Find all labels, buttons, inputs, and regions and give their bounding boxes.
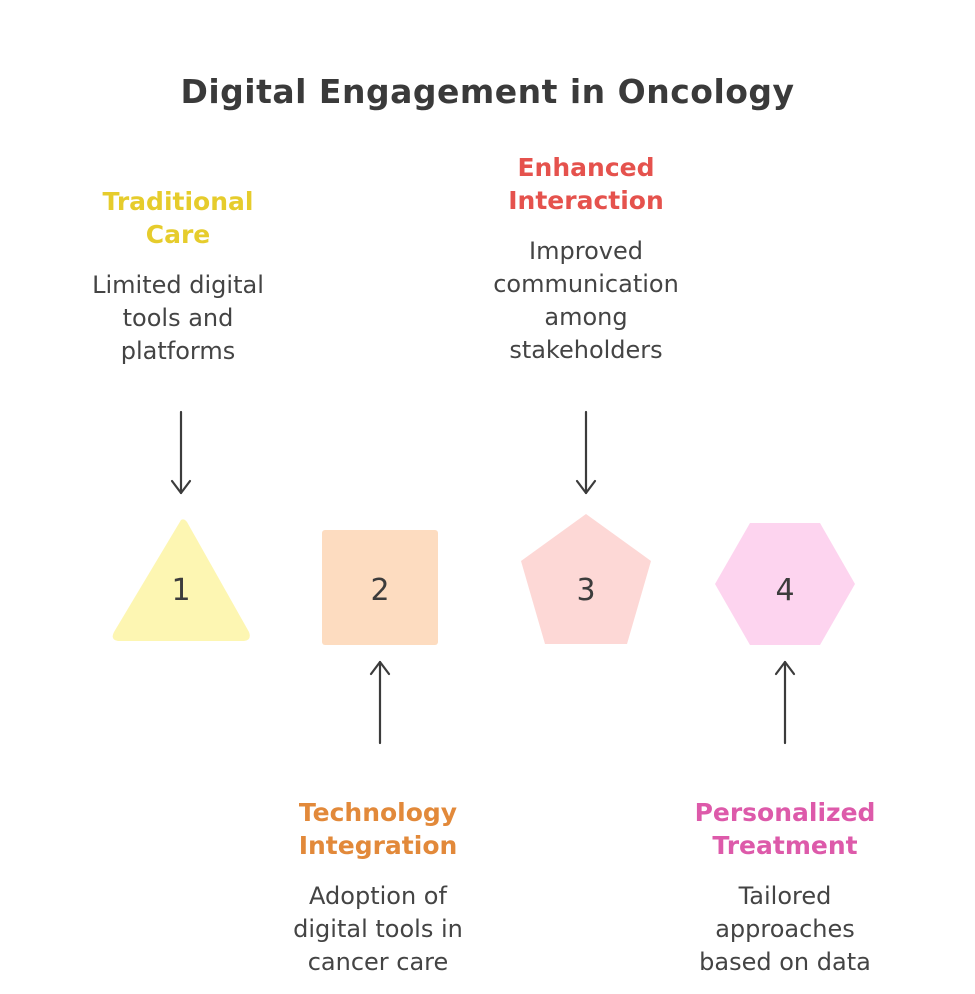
step-1-title-line2: Care [145, 220, 211, 249]
step-4-hexagon-shape [715, 523, 855, 645]
step-2-title-line2: Integration [298, 831, 458, 860]
step-4-label: Personalized Treatment Tailored approach… [665, 796, 905, 979]
step-2-number: 2 [370, 573, 389, 608]
step-3-pentagon-shape [521, 514, 651, 644]
step-3-description: Improved communication among stakeholder… [466, 235, 706, 367]
step-3-desc-line: stakeholders [509, 336, 663, 364]
step-2-desc-line: Adoption of [309, 882, 447, 910]
step-4-title-line2: Treatment [712, 831, 858, 860]
step-1-desc-line: platforms [120, 337, 236, 365]
step-3-title: Enhanced Interaction [466, 151, 706, 217]
arrow-down-to-step-3 [575, 410, 597, 495]
step-2-description: Adoption of digital tools in cancer care [258, 880, 498, 979]
diagram-title: Digital Engagement in Oncology [180, 72, 795, 111]
arrow-down-to-step-1 [170, 410, 192, 495]
step-2-label: Technology Integration Adoption of digit… [258, 796, 498, 979]
step-4-desc-line: based on data [699, 948, 871, 976]
step-2-title: Technology Integration [258, 796, 498, 862]
step-1-label: Traditional Care Limited digital tools a… [58, 185, 298, 368]
step-3-desc-line: Improved [529, 237, 643, 265]
step-2-desc-line: digital tools in [293, 915, 463, 943]
step-1-title: Traditional Care [58, 185, 298, 251]
step-3-label: Enhanced Interaction Improved communicat… [466, 151, 706, 367]
step-3-desc-line: among [544, 303, 628, 331]
step-4-number: 4 [775, 573, 794, 608]
step-1-triangle-shape [112, 519, 250, 641]
step-2-title-line1: Technology [298, 798, 458, 827]
step-3-title-line1: Enhanced [517, 153, 655, 182]
step-4-title: Personalized Treatment [665, 796, 905, 862]
step-4-desc-line: Tailored [738, 882, 832, 910]
arrow-up-to-step-2 [369, 660, 391, 745]
step-4-description: Tailored approaches based on data [665, 880, 905, 979]
step-4-title-line1: Personalized [694, 798, 876, 827]
step-2-square-shape [322, 530, 438, 645]
step-2-desc-line: cancer care [307, 948, 449, 976]
arrow-up-to-step-4 [774, 660, 796, 745]
step-4-desc-line: approaches [715, 915, 855, 943]
step-3-title-line2: Interaction [508, 186, 664, 215]
step-1-desc-line: tools and [122, 304, 234, 332]
step-3-number: 3 [576, 573, 595, 608]
step-1-desc-line: Limited digital [92, 271, 264, 299]
step-3-desc-line: communication [493, 270, 679, 298]
step-1-description: Limited digital tools and platforms [58, 269, 298, 368]
step-1-title-line1: Traditional [102, 187, 254, 216]
step-1-number: 1 [171, 573, 190, 608]
